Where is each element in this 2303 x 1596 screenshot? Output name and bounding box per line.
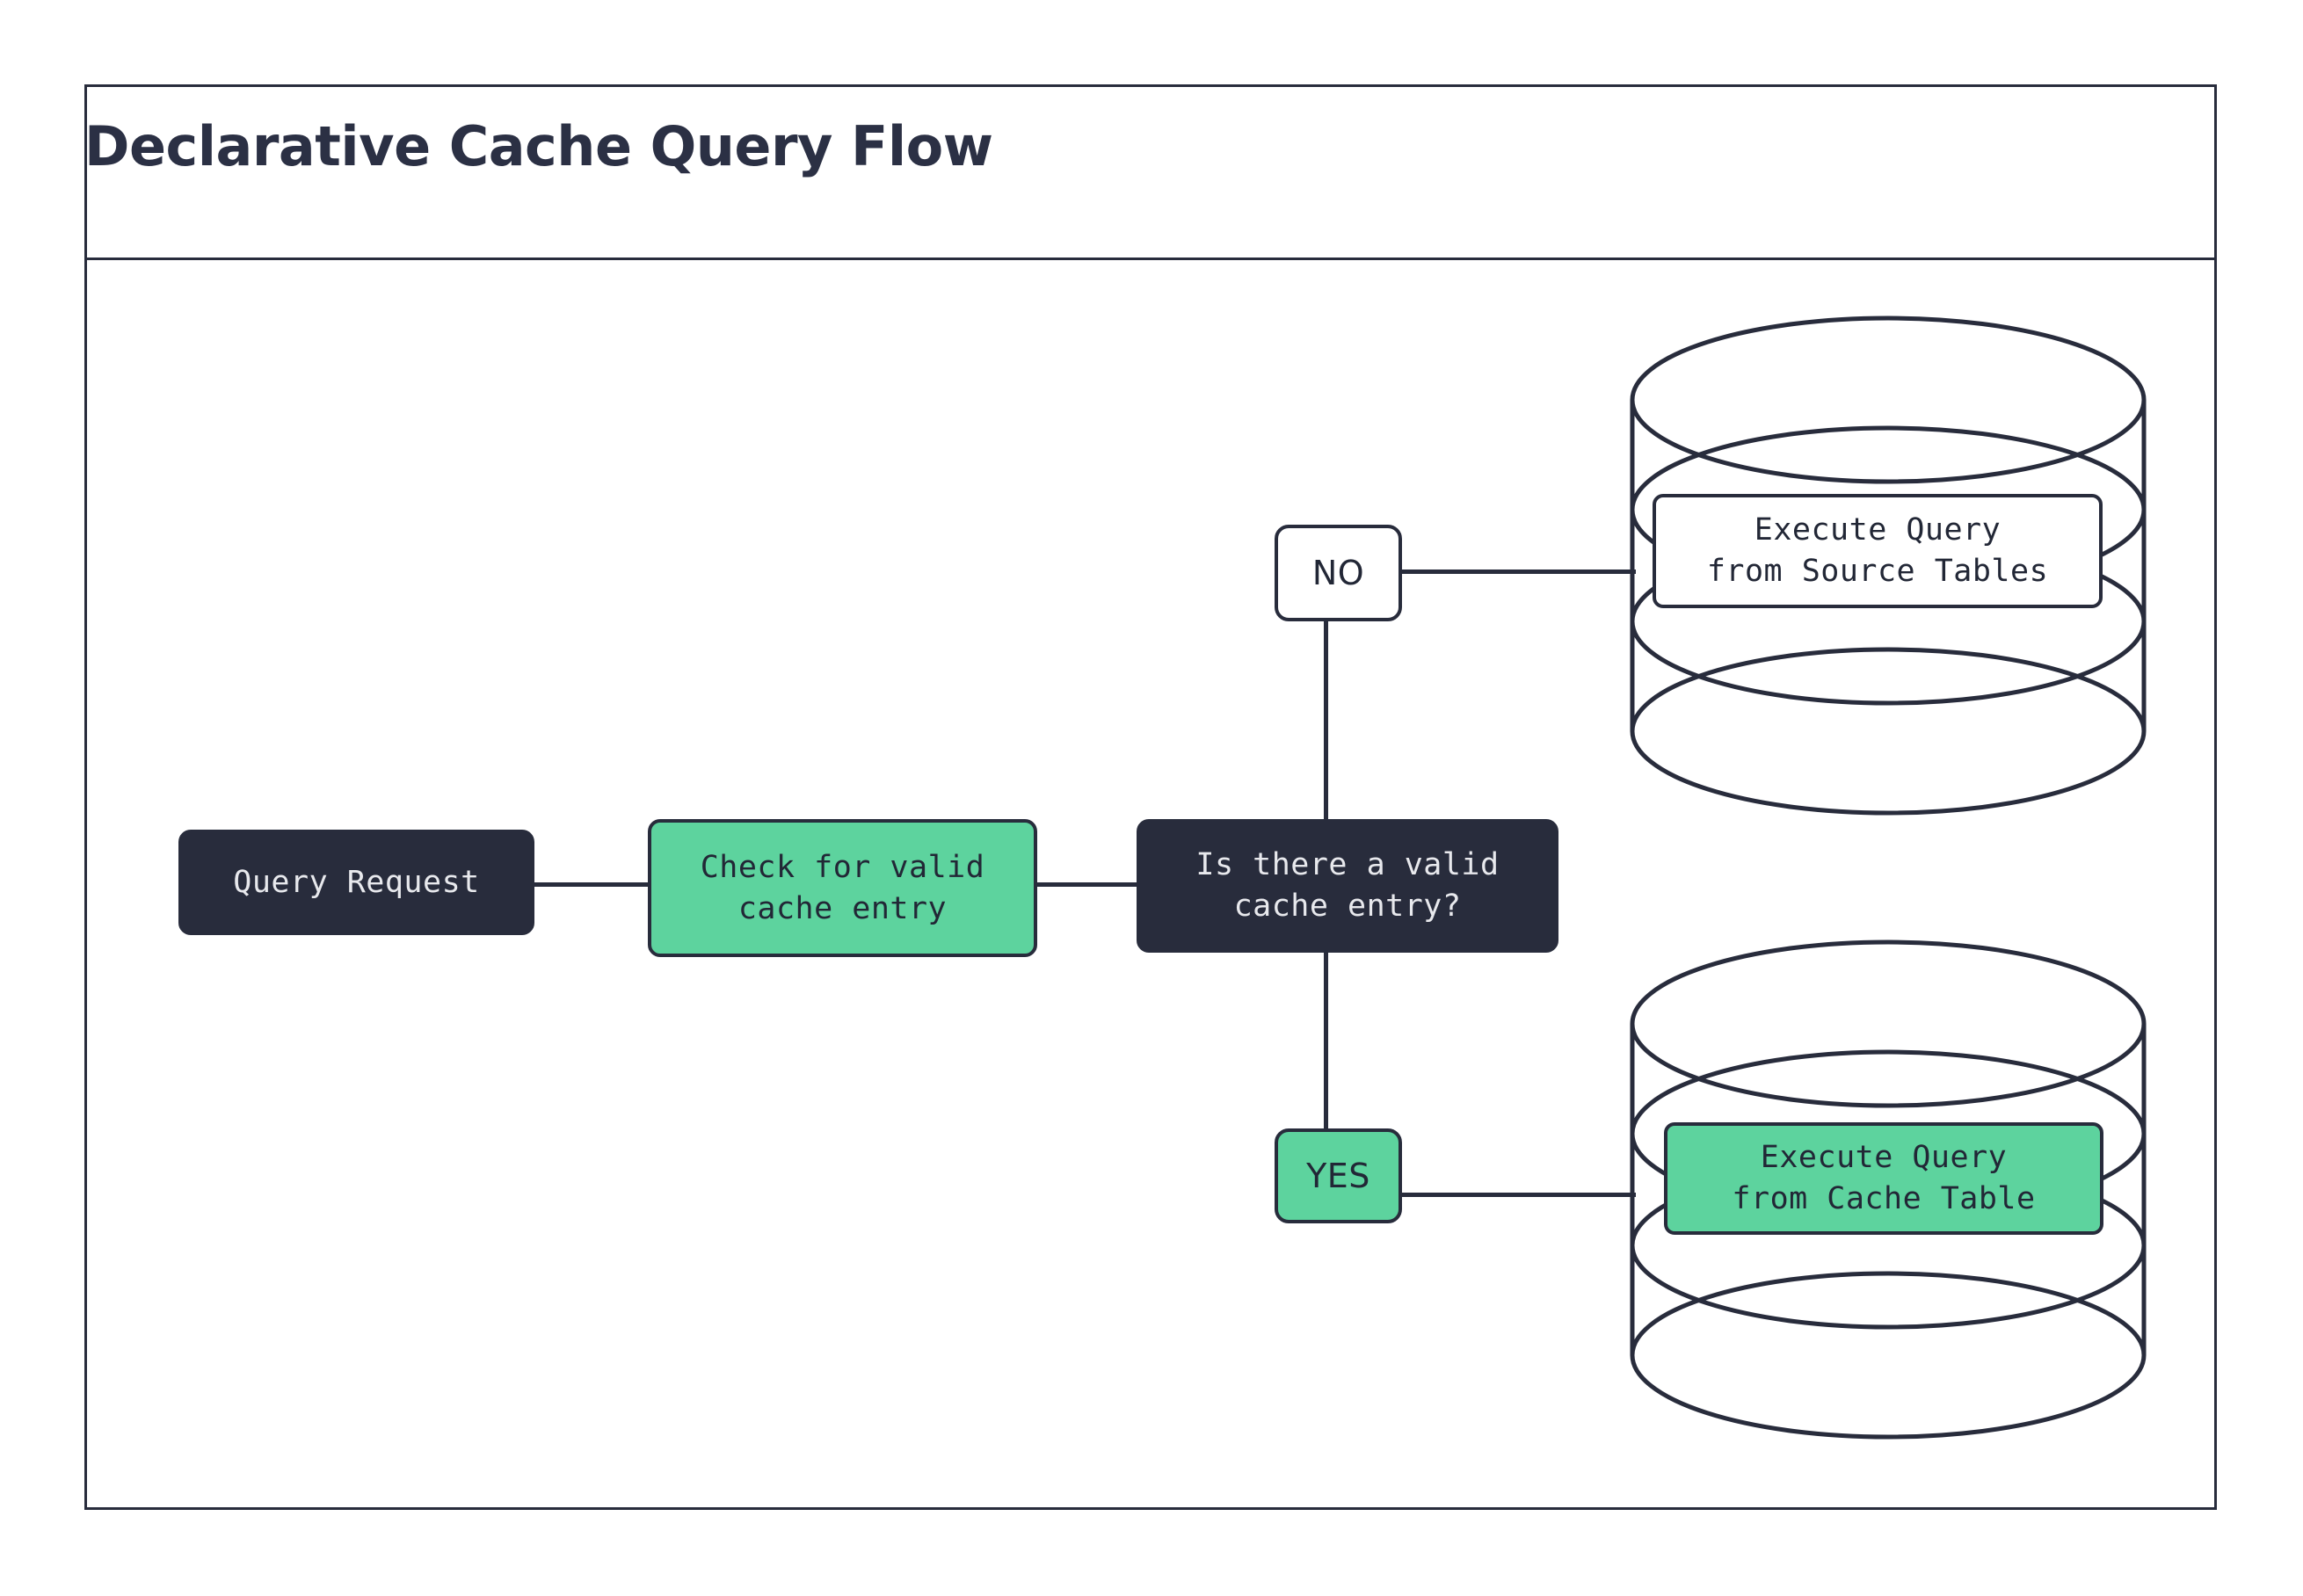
node-check-cache-entry[interactable]: Check for valid cache entry [648,819,1037,957]
edge-label-no[interactable]: NO [1275,525,1402,621]
cylinder-shape-cache-table [1630,939,2147,1440]
edge-yes-to-cache-table [1400,1193,1636,1197]
edge-decision-to-yes [1324,951,1328,1129]
node-query-request[interactable]: Query Request [178,830,534,935]
diagram-title-bar [84,84,2217,260]
edge-check-to-decision [1034,882,1137,887]
diagram-title: Declarative Cache Query Flow [84,114,993,178]
database-cylinder-cache-table: Execute Query from Cache Table [1629,939,2156,1443]
edge-no-to-source-tables [1400,569,1636,574]
cache-table-label[interactable]: Execute Query from Cache Table [1664,1122,2103,1235]
edge-decision-to-no [1324,620,1328,823]
node-decision-valid-cache-entry[interactable]: Is there a valid cache entry? [1137,819,1558,953]
database-cylinder-source-tables: Execute Query from Source Tables [1629,316,2156,819]
edge-request-to-check [531,882,648,887]
source-tables-label[interactable]: Execute Query from Source Tables [1653,494,2103,608]
edge-label-yes[interactable]: YES [1275,1128,1402,1223]
